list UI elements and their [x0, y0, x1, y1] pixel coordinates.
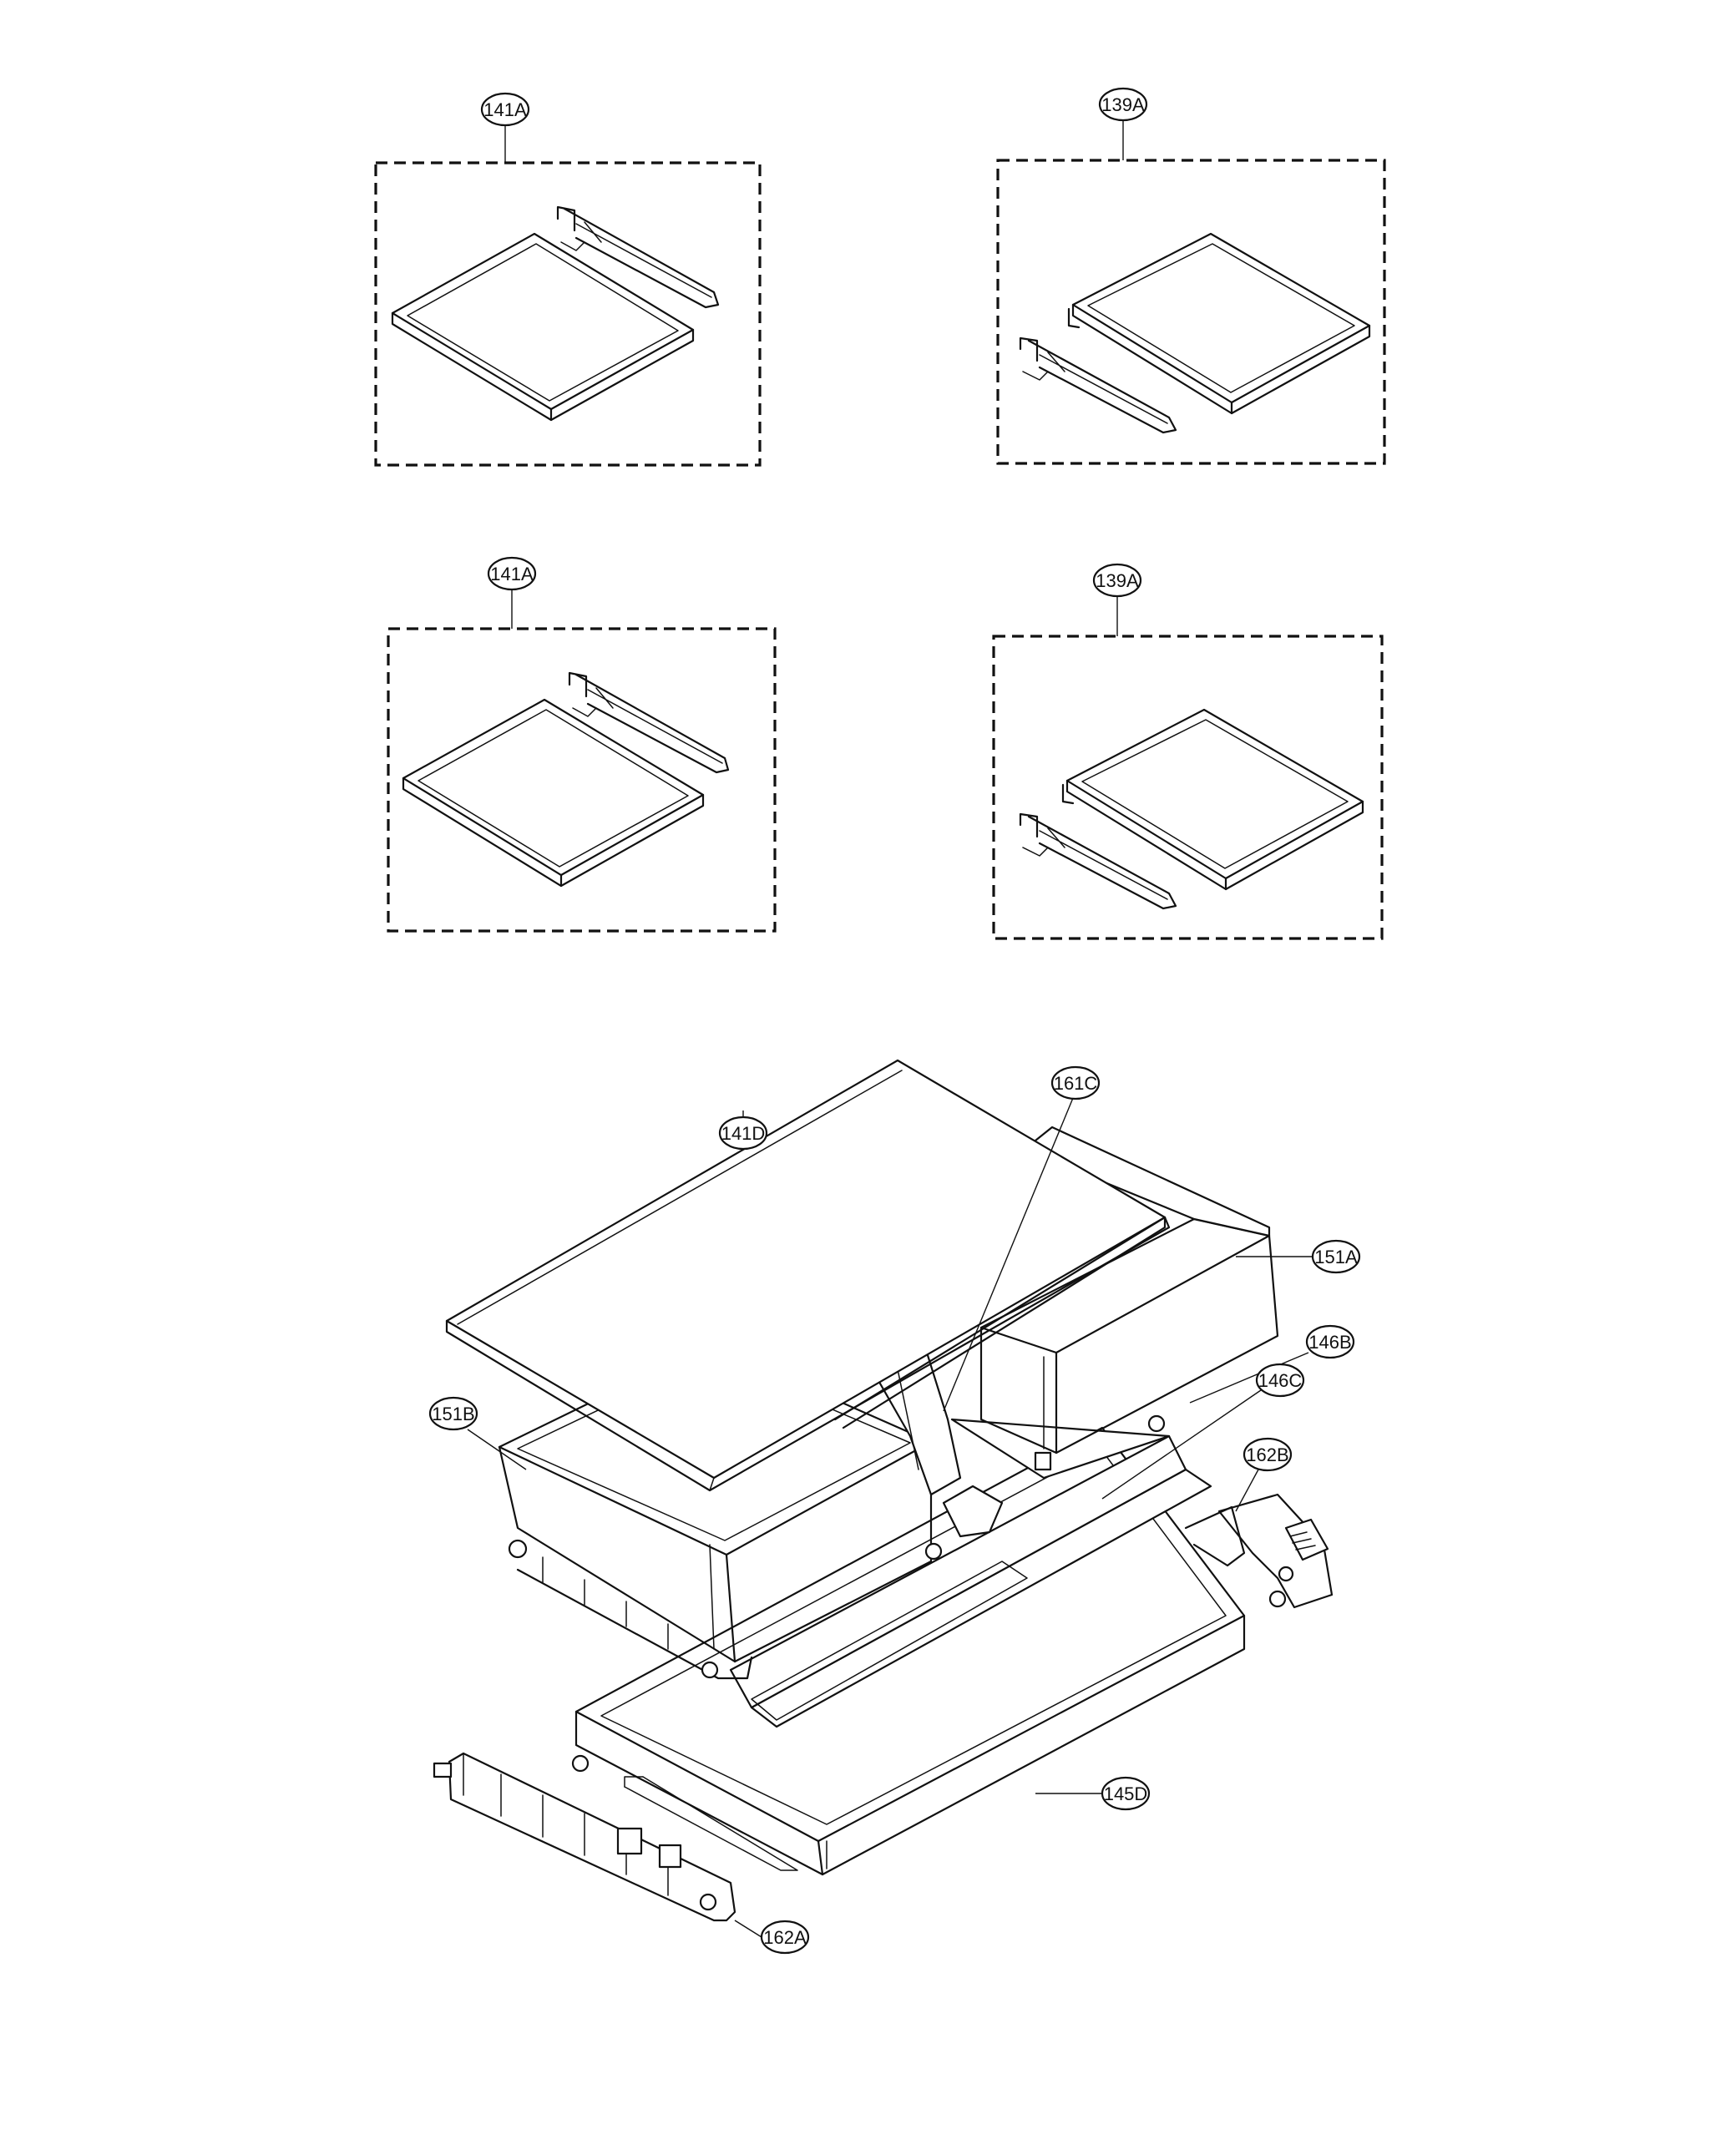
- crisper-assembly: 141D 161C 151A 146B 146C 151B: [428, 1059, 1361, 1955]
- callout-146C[interactable]: 146C: [1255, 1363, 1305, 1398]
- callout-label-151B: 151B: [432, 1404, 474, 1424]
- shelf-bracket-141A-top: [556, 205, 720, 309]
- group-box-139A-mid: [992, 635, 1384, 940]
- group-141A-top: 141A: [374, 92, 762, 467]
- bin-151A: [979, 1126, 1279, 1471]
- callout-151B[interactable]: 151B: [428, 1396, 478, 1431]
- group-box-141A-top: [374, 161, 762, 467]
- callout-141A-mid[interactable]: 141A: [487, 556, 537, 591]
- callout-139A-top[interactable]: 139A: [1098, 87, 1148, 122]
- rail-162A: [433, 1752, 736, 1922]
- shelf-bracket-139A-top: [1019, 336, 1177, 434]
- callout-151A[interactable]: 151A: [1311, 1239, 1361, 1274]
- callout-label-146C: 146C: [1258, 1370, 1303, 1391]
- callout-141A-top[interactable]: 141A: [480, 92, 530, 127]
- divider-161C: [875, 1351, 1004, 1538]
- group-141A-mid: 141A: [387, 556, 777, 933]
- callout-label-162B: 162B: [1246, 1444, 1288, 1465]
- callout-label-139A-top: 139A: [1101, 94, 1145, 115]
- callout-162A[interactable]: 162A: [760, 1920, 810, 1955]
- callout-label-161C: 161C: [1054, 1073, 1098, 1094]
- callout-label-162A: 162A: [763, 1927, 807, 1948]
- callout-141D[interactable]: 141D: [718, 1116, 768, 1151]
- callout-161C[interactable]: 161C: [1050, 1065, 1101, 1100]
- callout-139A-mid[interactable]: 139A: [1092, 563, 1142, 598]
- group-139A-top: 139A: [996, 87, 1386, 465]
- group-139A-mid: 139A: [992, 563, 1384, 940]
- cover-frame-146C: [729, 1418, 1212, 1728]
- callout-label-145D: 145D: [1104, 1783, 1148, 1804]
- callout-145D[interactable]: 145D: [1101, 1776, 1151, 1811]
- callout-label-141D: 141D: [721, 1123, 766, 1144]
- callout-162B[interactable]: 162B: [1243, 1437, 1293, 1472]
- shelf-glass-139A-mid: [1061, 708, 1364, 891]
- callout-146B[interactable]: 146B: [1305, 1324, 1355, 1359]
- shelf-glass-141A-top: [391, 232, 695, 422]
- group-box-139A-top: [996, 159, 1386, 465]
- callout-label-141A-top: 141A: [483, 99, 527, 120]
- rail-end-162B: [1184, 1493, 1334, 1609]
- shelf-bracket-139A-mid: [1019, 812, 1177, 910]
- callout-label-146B: 146B: [1308, 1332, 1351, 1353]
- shelf-glass-139A-top: [1067, 232, 1371, 415]
- group-box-141A-mid: [387, 627, 777, 933]
- shelf-bracket-141A-mid: [568, 671, 730, 774]
- callout-label-151A: 151A: [1314, 1247, 1358, 1267]
- callout-label-139A-mid: 139A: [1096, 570, 1139, 591]
- shelf-glass-141A-mid: [402, 698, 705, 888]
- callout-label-141A-mid: 141A: [490, 564, 534, 584]
